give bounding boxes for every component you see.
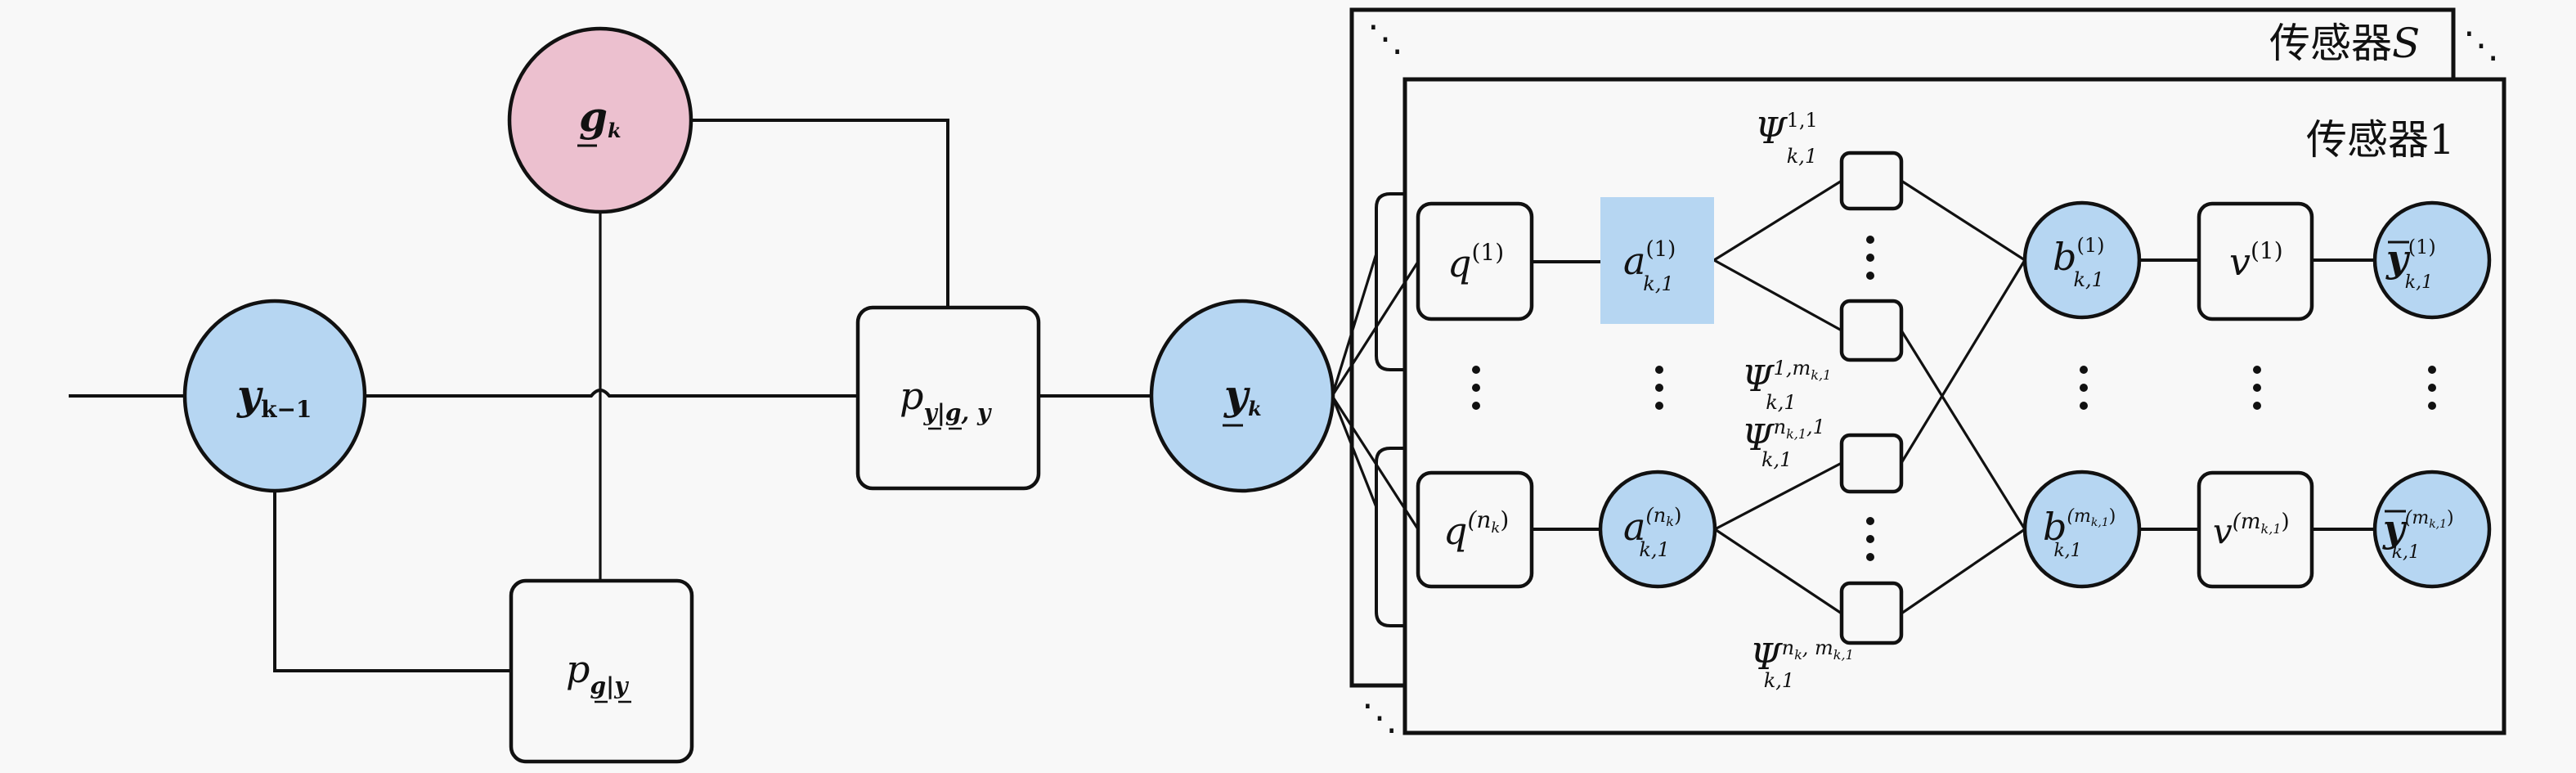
ellipsis-top-right: ⋱	[2463, 25, 2499, 66]
sensor-1-frame: 传感器1	[1402, 77, 2506, 735]
node-ybar-m[interactable]: y(mk,1)k,1	[2372, 470, 2492, 589]
ellipsis-bottom-left: ⋱	[1362, 697, 1398, 739]
v-1-box	[2197, 201, 2314, 321]
edge-psin1-b1	[1900, 259, 2026, 464]
factor-p-y-given-g-y[interactable]: py|g, y	[855, 305, 1041, 491]
temporal-edges	[69, 119, 1151, 672]
edge-yk-stub-bottom	[1331, 395, 1378, 508]
edge-yk-q1	[1331, 261, 1420, 397]
node-y-k[interactable]: yk	[1149, 299, 1335, 493]
ellipsis-ybar	[2428, 366, 2436, 410]
node-a-nk[interactable]: a(nk)k,1	[1598, 470, 1717, 589]
q-1-label: q(1)	[1447, 239, 1504, 285]
ybar-m-circle	[2372, 470, 2492, 589]
factor-p-g-given-y[interactable]: pg|y	[509, 578, 694, 764]
edge-ank-psin1	[1714, 461, 1842, 531]
psi-2-box	[1839, 299, 1904, 362]
a-1-label: a(1)k,1	[1623, 237, 1676, 295]
ellipsis-top-left: ⋱	[1367, 18, 1403, 60]
g-k-circle	[507, 26, 693, 214]
edge-yk-stub-top	[1331, 253, 1378, 397]
v-m-box	[2197, 470, 2314, 589]
factor-v-1[interactable]: v(1)	[2197, 201, 2314, 321]
p-g-given-y-label: pg|y	[566, 647, 629, 699]
y-prev-label: yk−1	[236, 371, 312, 423]
psi-1-box	[1839, 151, 1904, 211]
a-nk-circle	[1598, 470, 1717, 589]
g-k-label: gk	[579, 92, 622, 142]
stub-factor-bottom	[1375, 447, 1405, 627]
psi-3-box	[1839, 433, 1904, 494]
node-b-1[interactable]: b(1)k,1	[2022, 200, 2142, 320]
sensor-s-label: 传感器S	[2269, 20, 2420, 67]
p-y-given-g-y-box	[855, 305, 1041, 491]
edge-gk-to-pygy	[691, 119, 949, 308]
edge-yprev-to-pgy	[273, 488, 511, 672]
sensor-internal-edges	[1532, 179, 2375, 615]
vertical-ellipses	[1472, 236, 2436, 561]
p-g-given-y-box	[509, 578, 694, 764]
ellipsis-psi-top	[1866, 236, 1874, 280]
edge-ank-psinm	[1714, 528, 1842, 615]
ellipsis-psi-bottom	[1866, 517, 1874, 561]
node-a-1[interactable]: a(1)k,1	[1600, 197, 1714, 324]
psi-4-box	[1839, 581, 1904, 645]
v-1-label: v(1)	[2229, 237, 2283, 284]
edge-psi11-b1	[1901, 179, 2026, 262]
node-g-k[interactable]: gk	[507, 26, 693, 214]
b-1-circle	[2022, 200, 2142, 320]
ellipsis-b	[2080, 366, 2088, 410]
sensor-1-label: 传感器1	[2306, 116, 2455, 164]
ellipsis-a	[1655, 366, 1663, 410]
edge-psi1m-bm	[1900, 330, 2026, 530]
y-k-circle	[1149, 299, 1335, 493]
stub-factor-top	[1375, 192, 1405, 371]
edge-yprev-to-pygy	[365, 389, 858, 398]
a-nk-label: a(nk)k,1	[1623, 504, 1681, 561]
ellipsis-q	[1472, 366, 1480, 410]
factor-v-m[interactable]: v(mk,1)	[2197, 470, 2314, 589]
edge-psinm-bm	[1901, 528, 2026, 615]
b-1-label: b(1)k,1	[2053, 234, 2104, 291]
edge-a1-psi11	[1713, 179, 1842, 262]
edge-yk-qnk	[1331, 395, 1420, 530]
node-b-m[interactable]: b(mk,1)k,1	[2022, 470, 2142, 589]
node-ybar-1[interactable]: y(1)k,1	[2372, 200, 2492, 320]
ybar-m-label: y(mk,1)k,1	[2382, 506, 2454, 563]
factor-q-nk[interactable]: q(nk)	[1416, 470, 1534, 589]
fanout-edges	[1331, 253, 1420, 530]
ybar-1-label: y(1)k,1	[2385, 236, 2436, 293]
y-prev-circle	[182, 299, 367, 493]
y-k-label: yk	[1223, 371, 1262, 420]
ellipsis-v	[2253, 366, 2261, 410]
q-nk-box	[1416, 470, 1534, 589]
q-nk-label: q(nk)	[1443, 506, 1509, 553]
b-m-circle	[2022, 470, 2142, 589]
b-m-label: b(mk,1)k,1	[2043, 505, 2116, 561]
factor-q-1[interactable]: q(1)	[1416, 201, 1534, 321]
edge-a1-psi1m	[1713, 258, 1842, 332]
sensor-1-box	[1402, 77, 2506, 735]
q-1-box	[1416, 201, 1534, 321]
node-y-prev[interactable]: yk−1	[182, 299, 367, 493]
p-y-given-g-y-label: py|g, y	[900, 374, 992, 426]
v-m-label: v(mk,1)	[2213, 510, 2290, 551]
ybar-1-circle	[2372, 200, 2492, 320]
a-1-square	[1600, 197, 1714, 324]
